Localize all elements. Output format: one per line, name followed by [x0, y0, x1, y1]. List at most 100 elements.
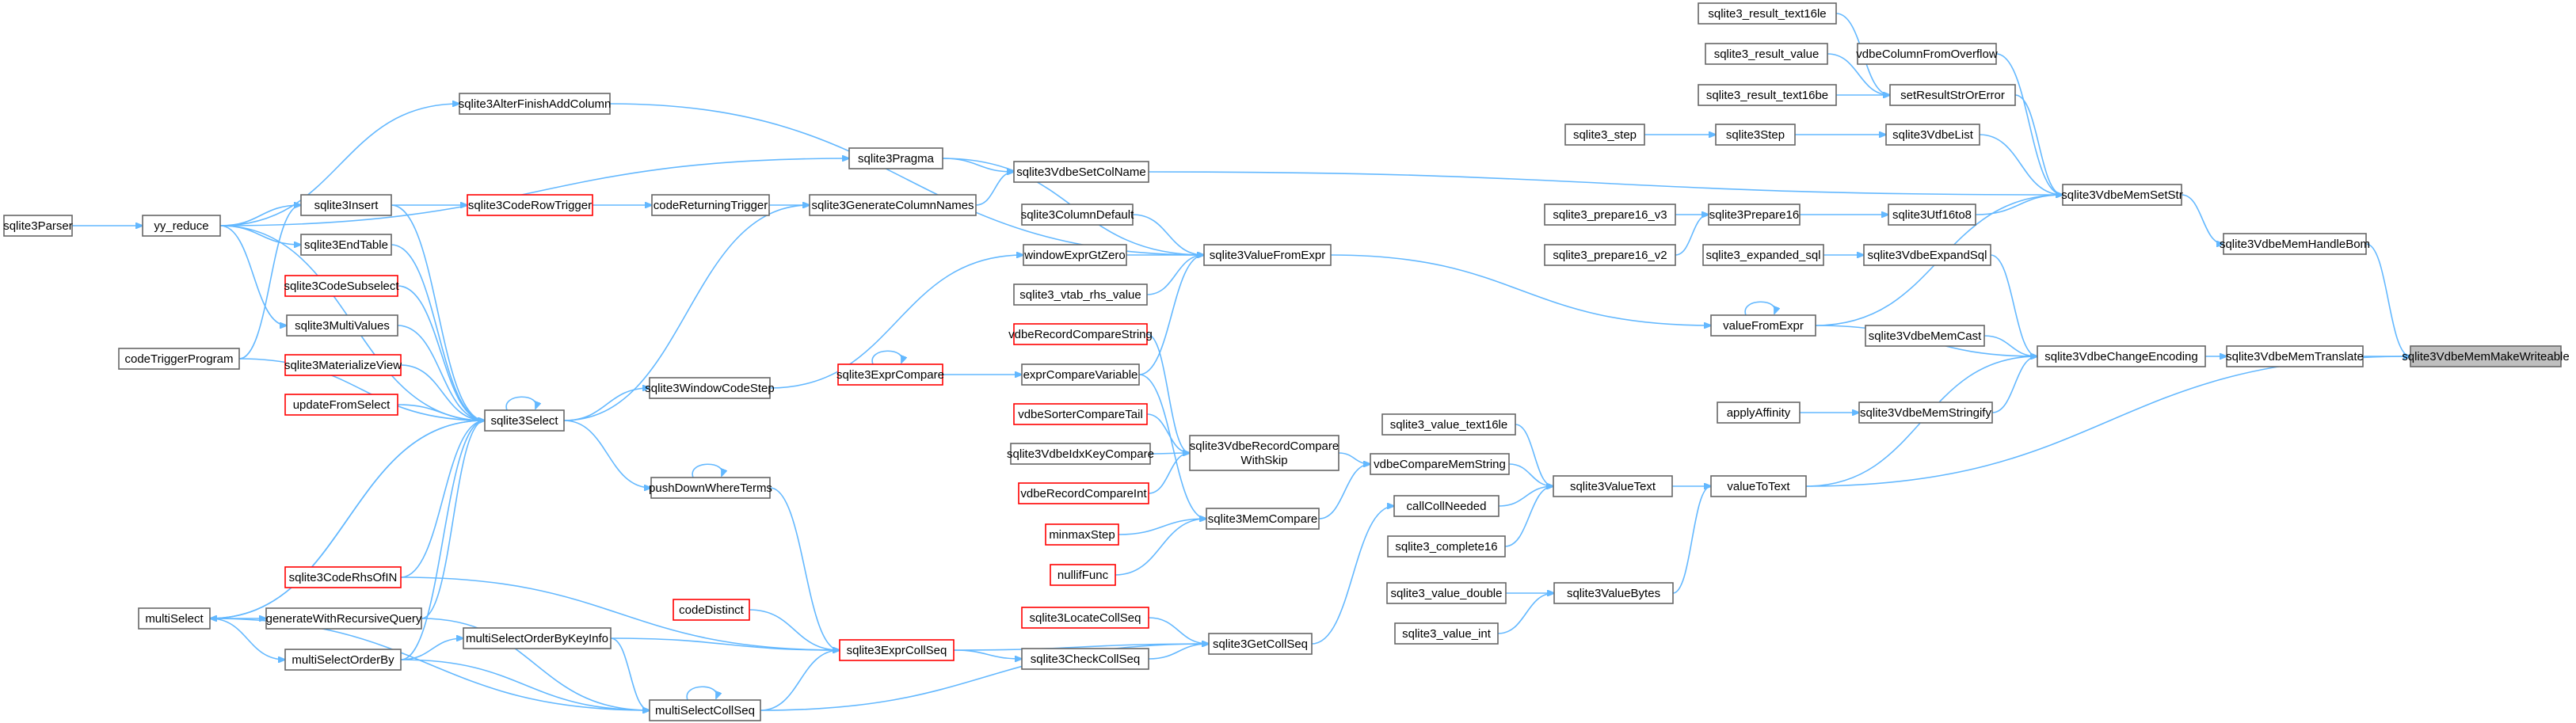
- node-stringify[interactable]: sqlite3VdbeMemStringify: [1858, 401, 1993, 424]
- node-coderowtrigger[interactable]: sqlite3CodeRowTrigger: [467, 194, 593, 216]
- node-multicollseq[interactable]: multiSelectCollSeq: [649, 699, 761, 721]
- node-label: sqlite3_result_text16le: [1708, 7, 1826, 21]
- node-updatefromselect[interactable]: updateFromSelect: [284, 394, 398, 416]
- node-locatecollseq[interactable]: sqlite3LocateCollSeq: [1021, 607, 1149, 629]
- node-setcolname[interactable]: sqlite3VdbeSetColName: [1013, 161, 1149, 183]
- node-gencolnames[interactable]: sqlite3GenerateColumnNames: [809, 194, 977, 216]
- node-label: sqlite3Parser: [3, 219, 73, 233]
- node-vdbelist[interactable]: sqlite3VdbeList: [1885, 124, 1980, 146]
- node-pragma[interactable]: sqlite3Pragma: [848, 147, 943, 169]
- node-result16be[interactable]: sqlite3_result_text16be: [1698, 84, 1837, 106]
- node-vdbecompstr[interactable]: vdbeCompareMemString: [1370, 453, 1510, 475]
- node-label: sqlite3_prepare16_v2: [1553, 249, 1667, 262]
- node-valdouble[interactable]: sqlite3_value_double: [1386, 582, 1507, 604]
- node-result16[interactable]: sqlite3_result_text16le: [1698, 2, 1837, 25]
- node-codetrigger[interactable]: codeTriggerProgram: [118, 348, 240, 370]
- node-parser[interactable]: sqlite3Parser: [3, 215, 73, 237]
- node-codereturning[interactable]: codeReturningTrigger: [651, 194, 770, 216]
- node-multivalues[interactable]: sqlite3MultiValues: [286, 314, 398, 337]
- node-label: sqlite3VdbeChangeEncoding: [2044, 350, 2197, 363]
- node-getcollseq[interactable]: sqlite3GetCollSeq: [1208, 633, 1313, 655]
- node-valint[interactable]: sqlite3_value_int: [1394, 622, 1499, 645]
- node-resvalue[interactable]: sqlite3_result_value: [1705, 43, 1828, 65]
- node-nullifunc[interactable]: nullifFunc: [1050, 564, 1116, 586]
- edge-coderhsofin-to-exprcollseq: [400, 576, 840, 650]
- node-prep16v2[interactable]: sqlite3_prepare16_v2: [1544, 244, 1676, 266]
- node-callcollneeded[interactable]: callCollNeeded: [1393, 495, 1499, 517]
- node-main[interactable]: sqlite3VdbeMemMakeWriteable: [2402, 345, 2570, 367]
- node-colfromoverflow[interactable]: vdbeColumnFromOverflow: [1856, 43, 1998, 65]
- node-box: [1013, 403, 1148, 425]
- node-genrecursive[interactable]: generateWithRecursiveQuery: [265, 607, 422, 630]
- node-box: [2223, 233, 2367, 255]
- node-vdbereccompstr[interactable]: vdbeRecordCompareString: [1008, 323, 1153, 345]
- node-setresult[interactable]: setResultStrOrError: [1889, 84, 2016, 106]
- node-endtable[interactable]: sqlite3EndTable: [300, 234, 392, 256]
- node-windowgtzero[interactable]: windowExprGtZero: [1023, 244, 1127, 266]
- node-applyaff[interactable]: applyAffinity: [1717, 401, 1801, 424]
- node-label: pushDownWhereTerms: [649, 481, 772, 495]
- node-handlebom[interactable]: sqlite3VdbeMemHandleBom: [2220, 233, 2370, 255]
- edge-vdbereccompstr-to-reccompareskip: [1146, 333, 1190, 453]
- node-codedistinct[interactable]: codeDistinct: [673, 599, 750, 621]
- node-exprcollseq[interactable]: sqlite3ExprCollSeq: [839, 639, 955, 661]
- node-multiselect[interactable]: multiSelect: [138, 607, 211, 630]
- node-translate[interactable]: sqlite3VdbeMemTranslate: [2226, 345, 2364, 367]
- node-vtabrhs[interactable]: sqlite3_vtab_rhs_value: [1013, 283, 1148, 306]
- node-valuetext[interactable]: sqlite3ValueText: [1553, 475, 1673, 497]
- node-box: [300, 234, 392, 256]
- edge-yyreduce-to-altercol: [219, 104, 459, 226]
- node-codesubselect[interactable]: sqlite3CodeSubselect: [284, 275, 399, 297]
- node-box: [1013, 323, 1148, 345]
- node-utf16to8[interactable]: sqlite3Utf16to8: [1888, 204, 1976, 226]
- node-label: exprCompareVariable: [1023, 368, 1138, 382]
- node-complete16[interactable]: sqlite3_complete16: [1387, 535, 1506, 557]
- node-memcompare[interactable]: sqlite3MemCompare: [1206, 508, 1320, 530]
- node-prep16v3[interactable]: sqlite3_prepare16_v3: [1544, 204, 1676, 226]
- edge-materializeview-to-select: [400, 364, 485, 420]
- edge-select-to-gencolnames: [563, 205, 810, 421]
- node-coderhsofin[interactable]: sqlite3CodeRhsOfIN: [284, 566, 402, 588]
- node-label: vdbeRecordCompareInt: [1020, 487, 1147, 500]
- node-box: [1018, 482, 1149, 504]
- node-valuefromexpr2[interactable]: sqlite3ValueFromExpr: [1203, 244, 1332, 266]
- node-expandsql[interactable]: sqlite3VdbeExpandSql: [1863, 244, 1991, 266]
- node-checkcollseq[interactable]: sqlite3CheckCollSeq: [1021, 648, 1149, 670]
- node-expsql[interactable]: sqlite3_expanded_sql: [1702, 244, 1824, 266]
- node-valuefromexpr[interactable]: valueFromExpr: [1710, 314, 1816, 337]
- node-materializeview[interactable]: sqlite3MaterializeView: [284, 354, 402, 376]
- node-orderbykeyinfo[interactable]: multiSelectOrderByKeyInfo: [463, 627, 612, 649]
- edge-reccompareskip-to-vdbecompstr: [1338, 452, 1370, 464]
- node-memcast[interactable]: sqlite3VdbeMemCast: [1865, 325, 1985, 347]
- edge-handlebom-to-main: [2365, 243, 2410, 356]
- node-multiorderby[interactable]: multiSelectOrderBy: [284, 649, 402, 671]
- node-exprcomparevar[interactable]: exprCompareVariable: [1021, 363, 1140, 386]
- node-label: sqlite3_result_text16be: [1706, 89, 1828, 102]
- node-altercol[interactable]: sqlite3AlterFinishAddColumn: [459, 93, 612, 115]
- node-idxkeycompare[interactable]: sqlite3VdbeIdxKeyCompare: [1007, 443, 1154, 465]
- node-sqlite3step[interactable]: sqlite3Step: [1715, 124, 1796, 146]
- node-valuebytes[interactable]: sqlite3ValueBytes: [1553, 582, 1674, 604]
- node-insert[interactable]: sqlite3Insert: [300, 194, 392, 216]
- node-box: [1021, 204, 1134, 226]
- node-yyreduce[interactable]: yy_reduce: [142, 215, 221, 237]
- node-prepare16[interactable]: sqlite3Prepare16: [1708, 204, 1801, 226]
- node-label: setResultStrOrError: [1900, 89, 2005, 102]
- node-select[interactable]: sqlite3Select: [484, 409, 565, 432]
- node-changeenc[interactable]: sqlite3VdbeChangeEncoding: [2037, 345, 2206, 367]
- node-box: [1023, 244, 1127, 266]
- node-exprcompare[interactable]: sqlite3ExprCompare: [836, 363, 944, 386]
- node-box: [1021, 648, 1149, 670]
- node-sortercomptail[interactable]: vdbeSorterCompareTail: [1013, 403, 1148, 425]
- node-coldefault[interactable]: sqlite3ColumnDefault: [1021, 204, 1134, 226]
- node-step[interactable]: sqlite3_step: [1564, 124, 1645, 146]
- node-windowcodestep[interactable]: sqlite3WindowCodeStep: [645, 377, 775, 399]
- node-valtext16[interactable]: sqlite3_value_text16le: [1381, 413, 1516, 436]
- node-label: sqlite3ValueBytes: [1567, 587, 1660, 600]
- node-reccompareint[interactable]: vdbeRecordCompareInt: [1018, 482, 1149, 504]
- node-setstr[interactable]: sqlite3VdbeMemSetStr: [2061, 184, 2183, 206]
- node-minmaxstep[interactable]: minmaxStep: [1045, 523, 1119, 546]
- node-valuetotext[interactable]: valueToText: [1710, 475, 1807, 497]
- node-pushdown[interactable]: pushDownWhereTerms: [649, 477, 772, 499]
